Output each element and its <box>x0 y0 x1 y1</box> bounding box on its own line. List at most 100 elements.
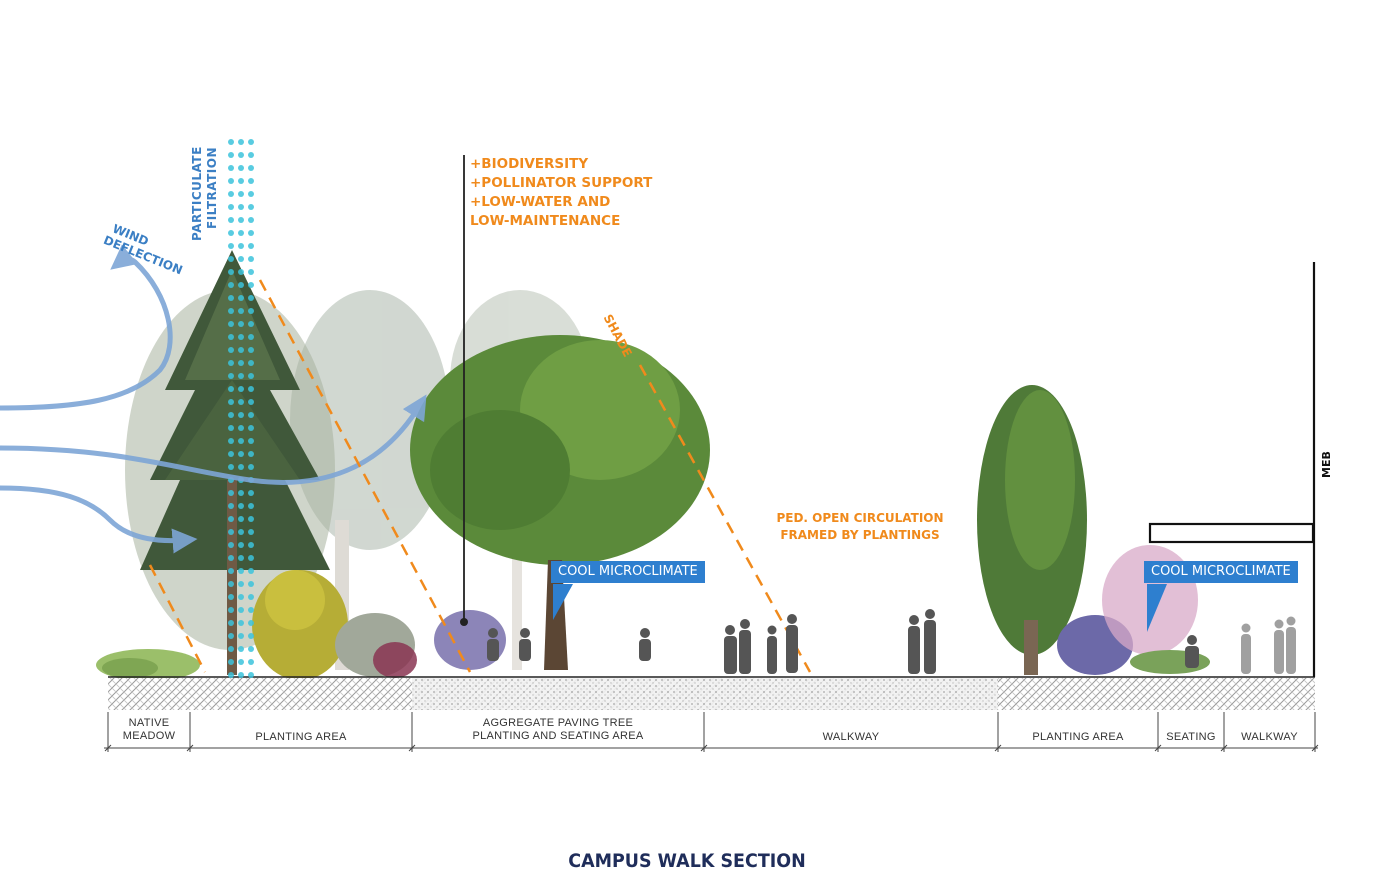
filtration-dot <box>238 555 244 561</box>
filtration-dot <box>228 230 234 236</box>
filtration-dot <box>248 178 254 184</box>
filtration-dot <box>238 191 244 197</box>
benefit-pollinator: +POLLINATOR SUPPORT <box>470 175 653 191</box>
filtration-dot <box>228 529 234 535</box>
cool-pointer-2 <box>1147 584 1167 632</box>
filtration-dot <box>238 360 244 366</box>
filtration-dot <box>238 412 244 418</box>
filtration-dot <box>238 451 244 457</box>
filtration-dot <box>248 646 254 652</box>
zone-label-line: WALKWAY <box>1241 731 1298 743</box>
zone-label-line: NATIVE <box>128 717 170 729</box>
filtration-dot <box>248 165 254 171</box>
filtration-dot <box>228 620 234 626</box>
filtration-dot <box>238 594 244 600</box>
zone-label-line: SEATING <box>1166 731 1216 743</box>
filtration-dot <box>228 282 234 288</box>
filtration-dot <box>228 633 234 639</box>
zone-label-line: PLANTING AND SEATING AREA <box>472 730 644 742</box>
filtration-dot <box>248 386 254 392</box>
zone-label-line: PLANTING AREA <box>255 731 347 743</box>
meadow-grass <box>96 649 200 681</box>
filtration-dot <box>248 529 254 535</box>
filtration-dot <box>248 672 254 678</box>
zone-label-line: MEADOW <box>122 730 176 742</box>
filtration-dot <box>238 464 244 470</box>
filtration-dot <box>228 425 234 431</box>
filtration-dot <box>248 243 254 249</box>
zone-label-line: AGGREGATE PAVING TREE <box>482 717 634 729</box>
zone-ticks <box>104 712 1319 752</box>
filtration-dot <box>238 529 244 535</box>
columnar-tree <box>977 385 1210 675</box>
filtration-dot <box>248 191 254 197</box>
filtration-dot <box>248 412 254 418</box>
filtration-dot <box>228 399 234 405</box>
zone-tick <box>1220 744 1228 752</box>
filtration-dot <box>238 282 244 288</box>
filtration-dot <box>248 425 254 431</box>
filtration-dot <box>228 347 234 353</box>
filtration-dot <box>228 594 234 600</box>
filtration-dot <box>228 334 234 340</box>
filtration-dot <box>248 334 254 340</box>
filtration-dot <box>238 178 244 184</box>
filtration-dot <box>228 269 234 275</box>
filtration-dot <box>238 230 244 236</box>
filtration-dot <box>228 581 234 587</box>
filtration-dot <box>248 607 254 613</box>
filtration-dot <box>228 217 234 223</box>
filtration-dot <box>228 191 234 197</box>
filtration-dot <box>238 438 244 444</box>
filtration-dot <box>238 503 244 509</box>
filtration-dot <box>238 256 244 262</box>
filtration-dot <box>228 490 234 496</box>
filtration-dot <box>248 555 254 561</box>
zone-label: PLANTING AREA <box>998 731 1158 744</box>
filtration-dot <box>238 334 244 340</box>
ped-line-1: PED. OPEN CIRCULATION <box>776 511 944 525</box>
filtration-dot <box>248 269 254 275</box>
walkway-paving <box>704 678 998 710</box>
filtration-dot <box>238 308 244 314</box>
particulate-line-1: PARTICULATE <box>190 146 204 241</box>
filtration-dot <box>238 490 244 496</box>
zone-tick <box>408 744 416 752</box>
filtration-dot <box>228 607 234 613</box>
filtration-dot <box>238 373 244 379</box>
filtration-dot <box>228 672 234 678</box>
zone-tick <box>104 744 112 752</box>
filtration-dot <box>228 568 234 574</box>
filtration-dot <box>228 659 234 665</box>
filtration-dot <box>248 516 254 522</box>
shade-lines <box>148 279 812 673</box>
filtration-dot <box>228 373 234 379</box>
filtration-dot <box>248 139 254 145</box>
filtration-dot <box>228 386 234 392</box>
filtration-dot <box>238 165 244 171</box>
benefits-list: +BIODIVERSITY +POLLINATOR SUPPORT +LOW-W… <box>470 155 652 231</box>
filtration-dot <box>248 256 254 262</box>
wind-arrows <box>0 244 427 554</box>
building-meb <box>1148 262 1316 677</box>
page-title: CAMPUS WALK SECTION <box>568 850 806 872</box>
filtration-dot <box>238 139 244 145</box>
filtration-dot <box>238 269 244 275</box>
filtration-dot <box>238 659 244 665</box>
filtration-dot <box>238 620 244 626</box>
benefit-biodiversity: +BIODIVERSITY <box>470 156 589 172</box>
filtration-dot <box>228 438 234 444</box>
filtration-dot <box>248 373 254 379</box>
benefits-leader-dot <box>460 618 468 626</box>
filtration-dot <box>248 594 254 600</box>
particulate-line-2: FILTRATION <box>205 147 219 229</box>
filtration-dot <box>248 399 254 405</box>
filtration-dot <box>238 386 244 392</box>
filtration-dot <box>228 503 234 509</box>
filtration-dot <box>248 217 254 223</box>
filtration-dot <box>248 438 254 444</box>
filtration-dot <box>238 542 244 548</box>
